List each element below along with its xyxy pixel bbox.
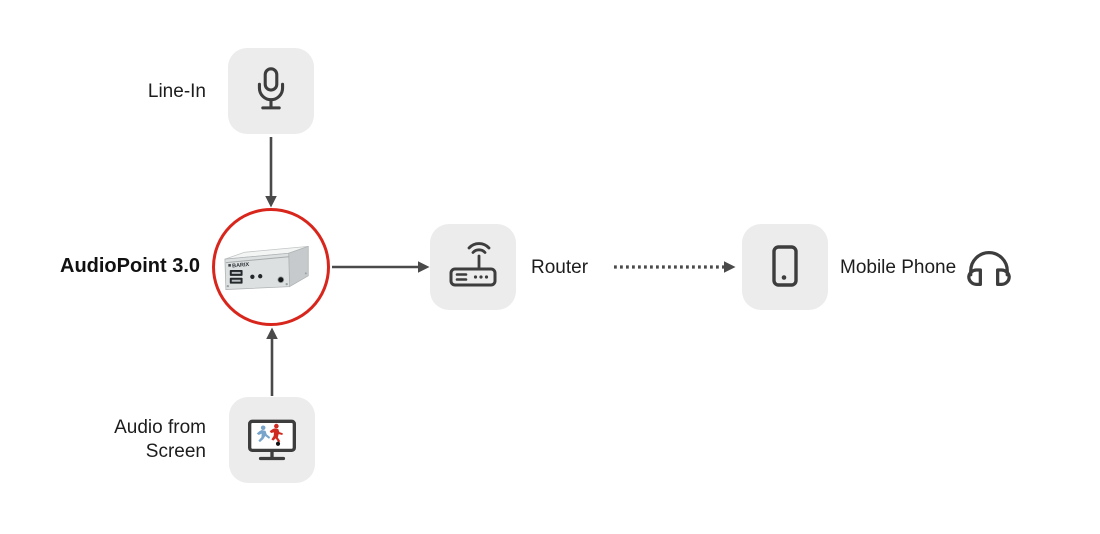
audiopoint-highlight-circle: BARIX xyxy=(212,208,330,326)
mobile-phone-label: Mobile Phone xyxy=(840,257,957,278)
audio-from-screen-label-line1: Audio from xyxy=(114,417,206,438)
microphone-icon xyxy=(257,67,285,110)
audio-from-screen-label-line2: Screen xyxy=(145,441,206,462)
screen-icon-box xyxy=(229,397,315,483)
mobile-phone-icon-box xyxy=(742,224,828,310)
soccer-ball xyxy=(275,441,281,446)
headphones-icon-wrap xyxy=(964,246,1014,297)
tv-sports-icon xyxy=(248,419,296,461)
router-icon-box xyxy=(430,224,516,310)
soccer-player-red xyxy=(269,423,283,443)
edge-linein-to-audiopoint xyxy=(265,137,277,208)
headphones-icon xyxy=(967,251,1011,287)
audiopoint-label: AudioPoint 3.0 xyxy=(60,255,200,277)
edge-screen-to-audiopoint xyxy=(266,327,278,396)
device-brand-text: BARIX xyxy=(232,262,250,269)
edge-audiopoint-to-router xyxy=(332,261,430,273)
audio-from-screen-label: Audio from Screen xyxy=(76,416,206,464)
line-in-label: Line-In xyxy=(147,81,206,102)
line-in-icon-box xyxy=(228,48,314,134)
smartphone-icon xyxy=(772,245,798,287)
edge-router-to-phone-dotted xyxy=(614,261,736,273)
router-wifi-icon xyxy=(449,242,497,287)
soccer-player-blue xyxy=(256,425,271,443)
audiopoint-device-photo: BARIX xyxy=(224,245,309,290)
router-label: Router xyxy=(531,257,589,278)
